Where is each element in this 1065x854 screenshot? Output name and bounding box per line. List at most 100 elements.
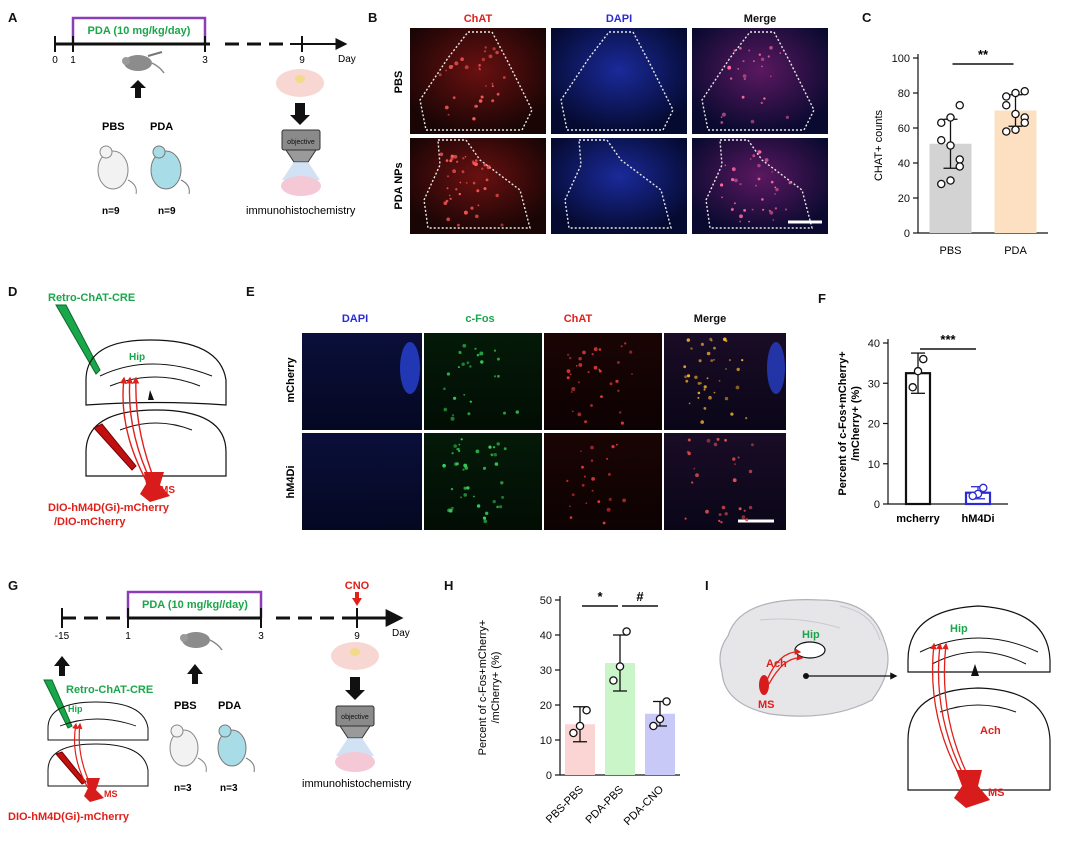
cell-punctum [779, 52, 782, 54]
cell-punctum [742, 74, 747, 78]
cell-punctum [716, 437, 720, 441]
cell-punctum [492, 500, 496, 504]
y-tick-label: 20 [868, 419, 880, 431]
cell-punctum [720, 183, 724, 187]
up-arrow-icon [54, 656, 70, 676]
y-axis-label: Percent of c-Fos+mCherry+ [837, 351, 849, 495]
y-axis-label: Percent of c-Fos+mCherry+ [477, 620, 489, 756]
column-label: ChAT [564, 313, 593, 325]
cell-punctum [466, 486, 470, 490]
tick-label: 3 [202, 55, 208, 66]
cell-punctum [724, 438, 727, 442]
cell-punctum [620, 421, 625, 425]
cell-punctum [578, 363, 583, 367]
cell-punctum [718, 513, 722, 516]
virus-label: DIO-hM4D(Gi)-mCherry [8, 811, 130, 823]
up-arrow-icon [187, 664, 203, 684]
tick-label: 3 [258, 631, 264, 642]
cell-punctum [713, 346, 716, 350]
data-point [1002, 101, 1011, 110]
panel-label: I [705, 578, 709, 593]
mouse-pda-icon [217, 724, 255, 773]
cell-punctum [469, 400, 472, 403]
x-tick-label: hM4Di [962, 513, 995, 525]
panel-label: D [8, 284, 17, 299]
objective-icon: objective [335, 705, 375, 772]
cell-punctum [496, 442, 500, 446]
injection-needle-red-icon [93, 423, 137, 471]
y-tick-label: 40 [540, 630, 552, 642]
cell-punctum [602, 521, 606, 525]
virus-label: Retro-ChAT-CRE [48, 292, 135, 304]
ms-region-icon [954, 770, 990, 808]
x-tick-label: mcherry [896, 513, 940, 525]
cell-punctum [774, 193, 776, 195]
cell-punctum [695, 473, 699, 478]
ms-region-icon [140, 472, 170, 502]
cell-punctum [735, 385, 740, 390]
cell-punctum [757, 163, 761, 168]
injection-needle-icon [55, 304, 101, 375]
cell-punctum [725, 339, 728, 343]
cell-punctum [703, 385, 707, 389]
cell-punctum [476, 504, 481, 508]
n-label: n=3 [220, 783, 238, 794]
cell-punctum [482, 516, 487, 520]
cell-punctum [472, 117, 476, 121]
cell-punctum [736, 367, 740, 372]
injection-needle-red-icon [55, 751, 87, 785]
x-tick-label: PDA [1004, 245, 1027, 257]
y-tick-label: 40 [898, 158, 910, 170]
cell-punctum [453, 444, 458, 448]
objective-icon: objective [281, 129, 321, 196]
cell-punctum [575, 365, 578, 367]
cell-punctum [470, 206, 474, 210]
cell-punctum [461, 362, 465, 366]
cell-punctum [446, 175, 450, 178]
data-point [1011, 125, 1020, 135]
method-label: immunohistochemistry [246, 205, 356, 217]
cell-punctum [469, 365, 472, 368]
cell-punctum [496, 357, 500, 361]
cell-punctum [710, 339, 713, 342]
cell-punctum [760, 101, 763, 105]
cell-punctum [708, 395, 712, 400]
cell-punctum [698, 359, 702, 363]
cell-punctum [720, 121, 724, 124]
cell-punctum [442, 463, 446, 468]
cell-punctum [491, 82, 494, 85]
cell-punctum [748, 469, 753, 474]
column-label: DAPI [606, 13, 632, 25]
cell-punctum [606, 457, 609, 460]
cell-punctum [571, 387, 576, 391]
cell-punctum [738, 507, 742, 511]
cell-punctum [616, 361, 620, 364]
y-tick-label: 10 [868, 459, 880, 471]
cell-punctum [451, 65, 454, 68]
cell-punctum [566, 479, 569, 482]
cell-punctum [458, 443, 461, 446]
panel-d: D Retro-ChAT-CRE Hip MS DIO-hM4D(Gi)-mCh [8, 284, 227, 528]
cell-punctum [622, 498, 626, 503]
cell-punctum [733, 49, 736, 52]
cell-punctum [724, 512, 728, 516]
cell-punctum [486, 165, 491, 170]
cell-punctum [499, 505, 503, 509]
virus-label: Retro-ChAT-CRE [66, 684, 153, 696]
cell-punctum [700, 342, 705, 346]
cell-punctum [569, 505, 571, 508]
cell-punctum [488, 445, 492, 449]
cell-punctum [753, 60, 755, 62]
cell-punctum [484, 46, 487, 49]
cell-punctum [446, 187, 449, 190]
coronal-section-top [907, 605, 1051, 676]
data-point [908, 383, 917, 392]
cell-punctum [743, 509, 746, 512]
y-tick-label: 60 [898, 123, 910, 135]
cell-punctum [591, 477, 595, 481]
cell-punctum [473, 495, 475, 498]
y-tick-label: 0 [874, 499, 880, 511]
